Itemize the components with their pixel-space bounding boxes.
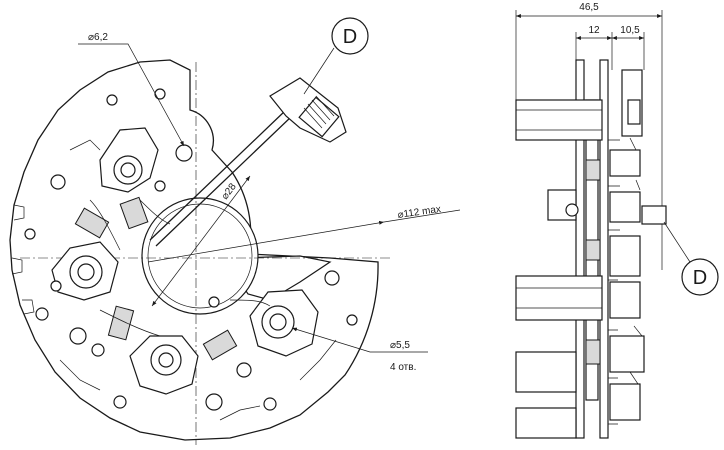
hub-left: [51, 241, 119, 301]
stud: [515, 99, 603, 141]
diode-block: [202, 329, 238, 361]
diode-block: [107, 305, 135, 341]
component: [609, 235, 641, 277]
connector-terminal: [298, 96, 340, 138]
dim-hole-diameter: ⌀6,2: [88, 32, 108, 43]
callout-circle-side: [681, 258, 719, 296]
stud: [515, 275, 603, 321]
edge-notches: [11, 204, 35, 315]
side-plate: [575, 59, 585, 439]
component: [585, 239, 601, 261]
dim-width-a: 12: [588, 25, 600, 36]
callout-label-front: D: [343, 26, 357, 48]
hub-right: [249, 289, 319, 357]
diode-block: [74, 207, 110, 239]
hub-top: [99, 127, 159, 193]
dim-width-b: 10,5: [620, 25, 640, 36]
side-detail-lines: [608, 137, 643, 425]
diode-block: [119, 196, 149, 230]
dim-mount-count: 4 отв.: [390, 362, 416, 373]
callout-leader-front: [303, 47, 335, 95]
dim-overall-width: 46,5: [579, 2, 599, 13]
callout-label-side: D: [693, 267, 707, 289]
stud: [515, 351, 577, 393]
component: [609, 191, 641, 223]
component: [585, 339, 601, 365]
front-view: ⌀6,2 ⌀28 ⌀112 max ⌀5,5 4 отв. D: [9, 17, 461, 445]
dim-mount-leader: [291, 327, 428, 353]
connector-ribs: [303, 95, 335, 129]
stud-hole: [565, 203, 579, 217]
callout-circle-front: [331, 17, 369, 55]
dim-hole-leader: [78, 43, 185, 147]
dim-outer-line: [147, 220, 385, 263]
component: [609, 149, 641, 177]
terminal-tab: [641, 205, 667, 225]
dim-outer-extension: [383, 209, 461, 223]
component: [609, 281, 641, 319]
holes: [24, 88, 358, 411]
dim-bore-line: [151, 175, 251, 307]
dim-outer-diameter: ⌀112 max: [397, 204, 442, 221]
dim-mount-diameter: ⌀5,5: [390, 340, 410, 351]
stud: [515, 407, 577, 439]
dim-bore-diameter: ⌀28: [220, 181, 239, 202]
component: [609, 335, 645, 373]
side-view: 46,5 12 10,5: [515, 2, 719, 439]
plate-outline: [9, 59, 379, 441]
callout-leader-side: [663, 221, 691, 263]
component: [609, 383, 641, 421]
component: [585, 159, 601, 181]
hub-bottom: [129, 335, 199, 395]
connector-side: [627, 99, 641, 125]
